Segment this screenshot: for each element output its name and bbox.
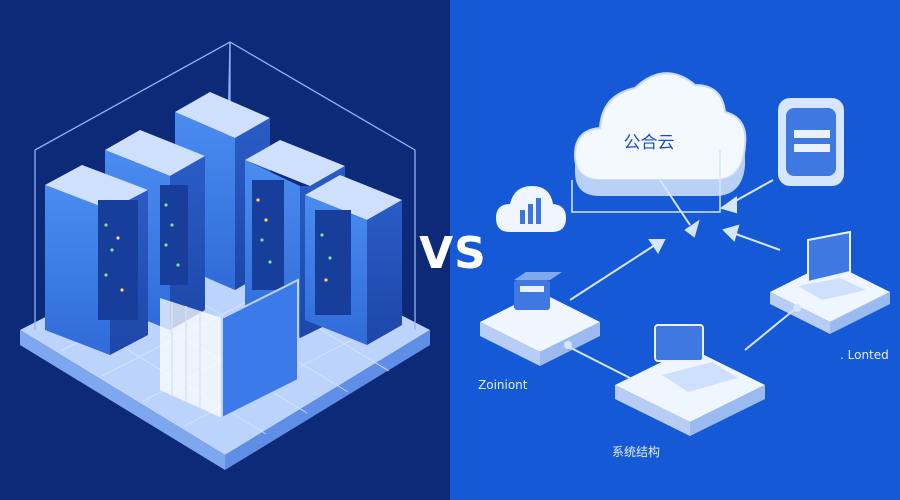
server-rack-icon: [305, 175, 402, 345]
window-icon: [778, 98, 844, 186]
server-rack-icon: [45, 165, 148, 355]
arrow-icon: [569, 179, 781, 301]
network-connectors: [564, 304, 801, 379]
right-node-label: . Lonted: [840, 348, 889, 362]
monitor-icon: [615, 324, 765, 436]
versus-label: VS: [419, 228, 487, 279]
cloud-icon: [571, 72, 747, 213]
laptop-icon: [770, 230, 890, 334]
storage-box-icon: [480, 272, 600, 366]
bottom-node-label: 系统结构: [612, 445, 661, 459]
left-node-label: Zoiniont: [478, 378, 528, 392]
glass-door: [160, 278, 299, 420]
bar-chart-cloud-icon: [496, 186, 566, 232]
public-cloud-label: 公合云: [623, 133, 675, 153]
